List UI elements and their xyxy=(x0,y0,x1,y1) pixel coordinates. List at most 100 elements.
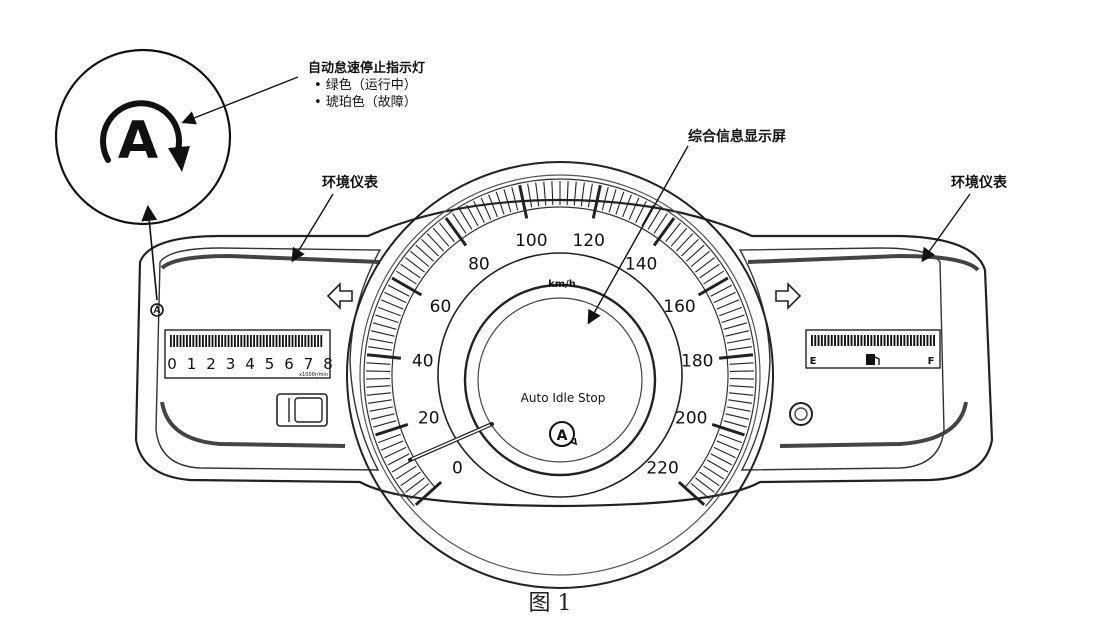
fuel-segment xyxy=(863,335,866,346)
fuel-segment xyxy=(853,335,856,346)
ambient-strip-right-bottom xyxy=(779,401,968,448)
speedo-minor-tick xyxy=(719,306,743,317)
tacho-segment xyxy=(218,335,220,347)
speedo-minor-tick xyxy=(371,413,395,420)
speedo-minor-tick xyxy=(410,250,430,268)
speedo-minor-tick xyxy=(480,197,492,220)
figure-caption: 图 1 xyxy=(528,591,572,616)
speedo-minor-tick xyxy=(723,322,748,330)
speedo-tick-label: 120 xyxy=(572,231,604,251)
fuel-segment xyxy=(933,335,935,346)
speedo-minor-tick xyxy=(647,208,661,230)
speedo-minor-tick xyxy=(387,284,410,297)
tacho-segment xyxy=(211,335,214,347)
fuel-segment xyxy=(896,335,899,346)
tacho-segment xyxy=(262,335,265,347)
fuel-full-label: F xyxy=(928,356,935,367)
mid-auto-stop-icon xyxy=(549,421,575,447)
speedo-minor-tick xyxy=(377,306,401,317)
speedo-minor-tick xyxy=(369,338,394,344)
tacho-segment xyxy=(205,335,207,347)
speedo-minor-tick xyxy=(439,222,455,243)
callout-indicator-letter: A xyxy=(118,111,158,171)
speedo-tick-label: 140 xyxy=(625,254,657,274)
speedo-minor-tick xyxy=(628,197,640,220)
tacho-segment xyxy=(179,335,182,347)
speedo-minor-tick xyxy=(432,227,450,247)
speedo-minor-tick xyxy=(495,191,505,215)
fuel-segment xyxy=(817,335,820,346)
speedo-minor-tick xyxy=(375,314,399,323)
speedo-minor-tick xyxy=(369,406,394,412)
speedo-minor-tick xyxy=(726,406,751,412)
speedo-major-tick xyxy=(391,276,423,297)
ambient-strip-left-bottom xyxy=(160,401,346,448)
callout-leader xyxy=(181,76,299,125)
tacho-segment xyxy=(285,335,287,347)
speedo-tick-band xyxy=(363,178,757,507)
speedo-minor-tick xyxy=(488,194,498,218)
fuel-segment xyxy=(811,335,813,346)
speedo-minor-tick xyxy=(380,299,404,310)
tacho-segment xyxy=(230,335,233,347)
fuel-segment xyxy=(850,335,853,346)
fuel-segment xyxy=(886,335,889,346)
cluster-auto-stop-lamp-letter-icon xyxy=(153,304,161,314)
speedo-minor-tick xyxy=(653,213,668,234)
tacho-segment xyxy=(288,335,291,347)
tacho-segment xyxy=(256,335,259,347)
speedo-minor-tick xyxy=(721,314,745,323)
speedo-major-tick xyxy=(711,423,745,437)
fuel-segment xyxy=(913,335,916,346)
speedo-major-tick xyxy=(414,480,443,506)
speedo-tick-label: 80 xyxy=(468,254,490,274)
fuel-segment xyxy=(847,335,850,346)
speedo-minor-tick xyxy=(387,453,410,466)
fuel-bars xyxy=(811,335,935,346)
turn-left-icon xyxy=(326,282,353,310)
speedo-ring-2 xyxy=(359,174,761,576)
speedo-minor-tick xyxy=(681,238,699,257)
speedo-minor-tick xyxy=(368,399,392,404)
tacho-segment xyxy=(301,335,303,347)
tacho-segment xyxy=(214,335,217,347)
reset-knob-inner xyxy=(794,407,808,421)
mid-display xyxy=(477,297,643,463)
speedo-minor-tick xyxy=(410,482,430,500)
speedo-minor-tick xyxy=(690,250,710,268)
tacho-digit: 4 xyxy=(245,355,255,373)
fuel-segment xyxy=(834,335,836,346)
info-display-label: 综合信息显示屏 xyxy=(688,128,786,145)
ambient-right-label: 环境仪表 xyxy=(951,174,1008,191)
trip-indicator-inner xyxy=(294,397,323,423)
speedo-minor-tick xyxy=(535,182,540,207)
tacho-segment xyxy=(269,335,271,347)
fuel-segment xyxy=(827,335,830,346)
speedo-tick-label: 100 xyxy=(515,231,547,251)
speedo-minor-tick xyxy=(729,392,753,396)
speedo-band-inner xyxy=(391,206,729,488)
fuel-pump-icon xyxy=(866,354,880,365)
tacho-segment xyxy=(208,335,211,347)
speedo-minor-tick xyxy=(675,233,694,252)
tacho-segment xyxy=(259,335,262,347)
cluster-auto-stop-lamp-icon xyxy=(150,303,164,317)
speedo-minor-tick xyxy=(635,200,647,223)
callout-indicator-circle xyxy=(54,48,232,226)
speedo-minor-tick xyxy=(395,270,417,285)
tacho-digit: 7 xyxy=(304,355,314,373)
fuel-segment xyxy=(900,335,902,346)
speedo-minor-tick xyxy=(543,181,547,206)
fuel-empty-label: E xyxy=(810,356,817,367)
callout-indicator-arrowhead-icon xyxy=(168,146,190,172)
speedo-major-tick xyxy=(375,423,409,437)
tacho-segment xyxy=(202,335,204,347)
fuel-segment xyxy=(830,335,833,346)
info-display-leader xyxy=(587,145,689,325)
fuel-segment xyxy=(903,335,906,346)
tacho-segment xyxy=(227,335,230,347)
speedo-minor-tick xyxy=(728,346,752,351)
fuel-segment xyxy=(824,335,827,346)
tacho-digit: 5 xyxy=(265,355,275,373)
ambient-left-leader xyxy=(291,193,334,263)
